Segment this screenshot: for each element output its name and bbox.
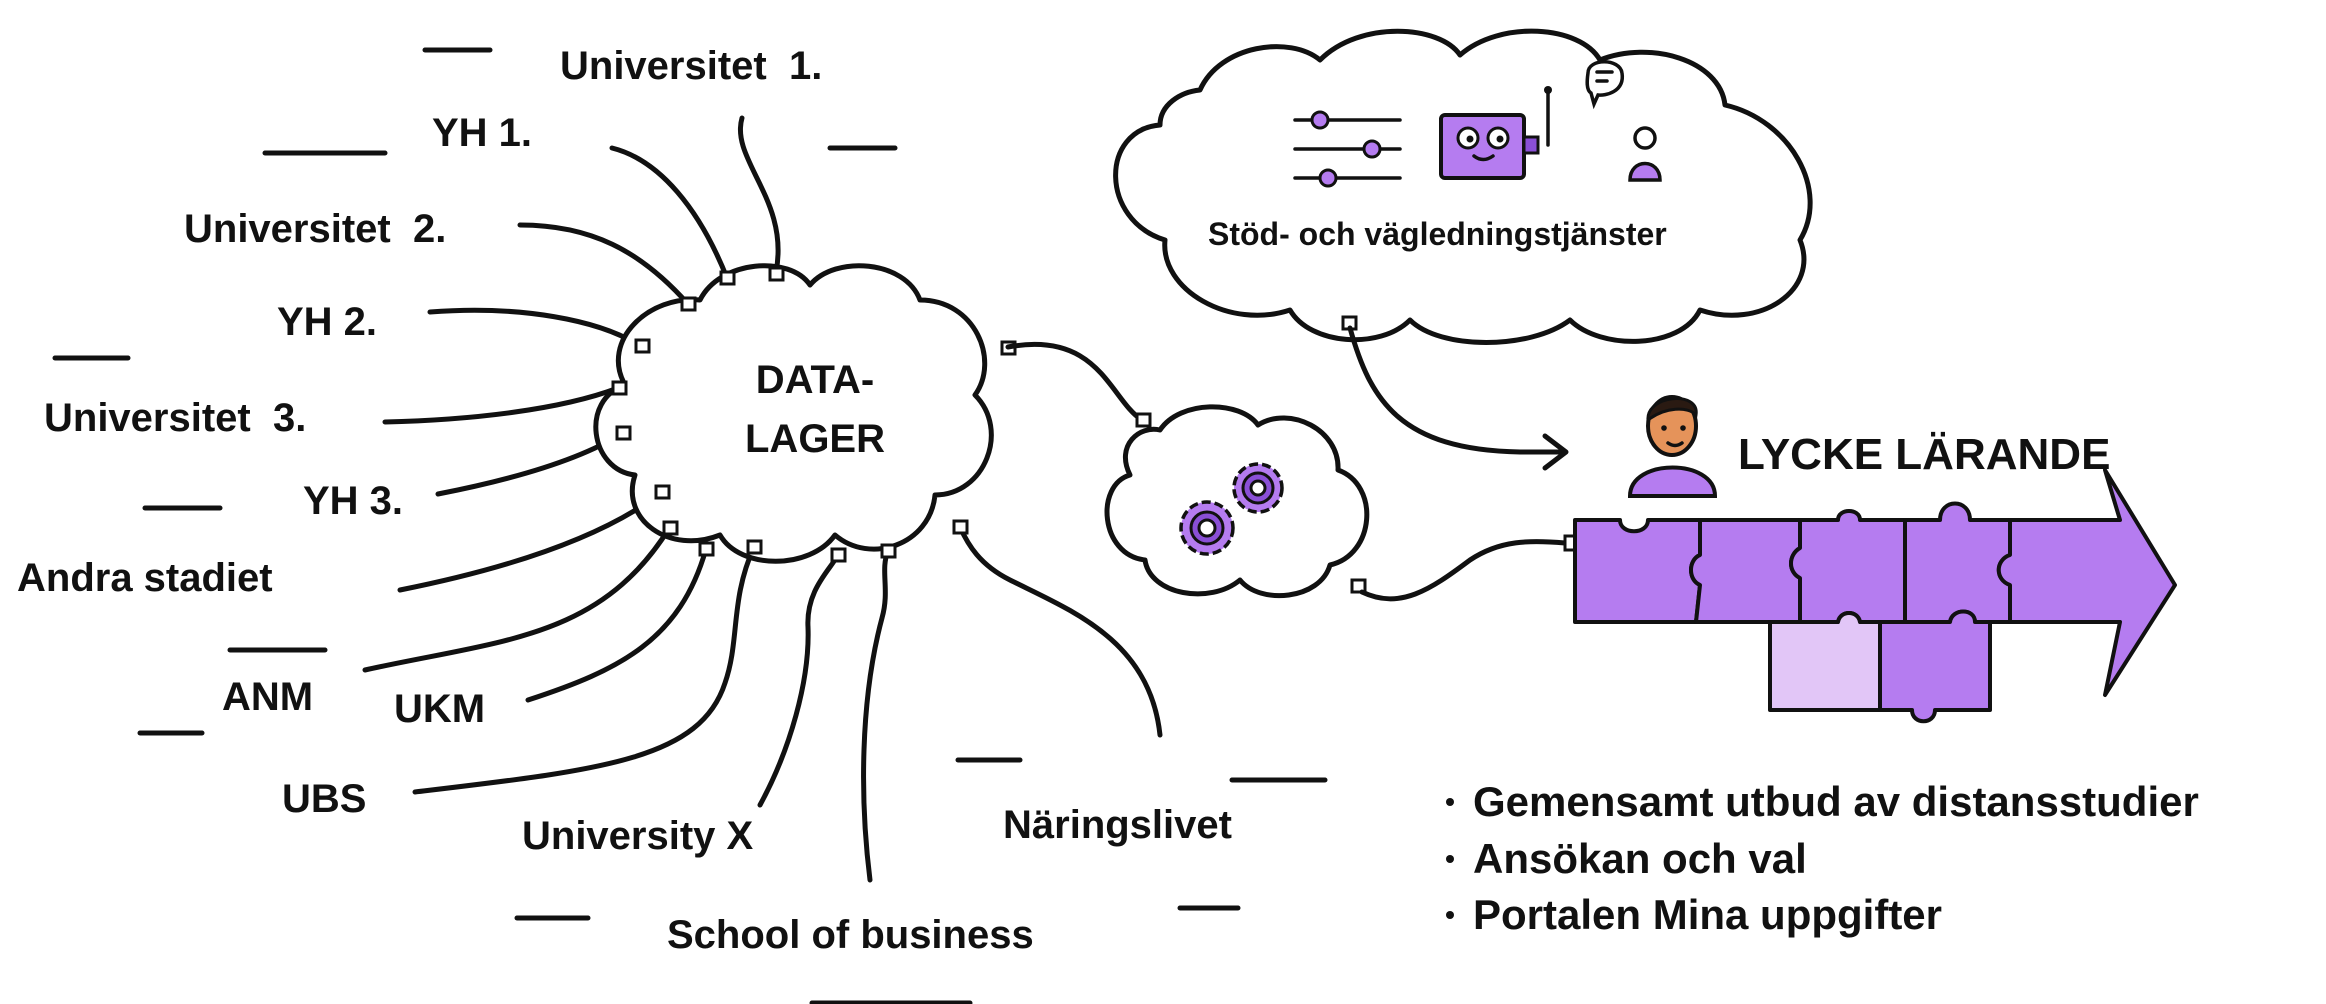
support-label: Stöd- och vägledningstjänster [1208,216,1667,252]
processing-to-target-connector [1359,539,1568,602]
hub-ports [611,266,1017,563]
hub-to-processing-connector [1005,342,1145,423]
source-label-anm: ANM [222,675,313,719]
source-label-universitet-1: Universitet 1. [560,44,822,88]
robot-icon [1439,86,1552,180]
target-title: LYCKE LÄRANDE [1738,430,2110,479]
processing-cloud [1104,404,1370,599]
source-label-andra-stadiet: Andra stadiet [17,556,273,600]
gear-icon [1179,500,1235,556]
source-labels: Universitet 1. YH 1. Universitet 2. YH 2… [17,44,1232,957]
hub-label-line1: DATA- [756,358,874,402]
decorative-dashes [52,47,1328,1004]
source-label-universitet-3: Universitet 3. [44,396,306,440]
puzzle-arrow [1563,468,2177,724]
support-services-cloud: Stöd- och vägledningstjänster [1113,28,1813,345]
source-label-yh-3: YH 3. [303,479,403,523]
feature-bullet-list: Gemensamt utbud av distansstudier Ansöka… [1446,778,2199,938]
bullet-item-2: Ansökan och val [1473,835,1807,882]
source-label-ubs: UBS [282,777,366,821]
source-label-school-of-business: School of business [667,913,1034,957]
bullet-item-3: Portalen Mina uppgifter [1473,891,1942,938]
source-connectors [362,115,1163,883]
bullet-item-1: Gemensamt utbud av distansstudier [1473,778,2199,825]
source-label-yh-1: YH 1. [432,111,532,155]
sliders-icon [1293,110,1402,188]
source-label-universitet-2: Universitet 2. [184,207,446,251]
person-chat-icon [1585,60,1662,182]
source-label-yh-2: YH 2. [277,300,377,344]
data-lake-cloud: DATA- LAGER [593,263,994,564]
source-label-university-x: University X [522,814,754,858]
source-label-ukm: UKM [394,687,485,731]
support-to-target-arrow [1347,325,1569,471]
source-label-naringslivet: Näringslivet [1003,803,1232,847]
hub-label-line2: LAGER [745,417,885,461]
gear-icon [1232,462,1284,514]
person-icon [1627,395,1718,498]
